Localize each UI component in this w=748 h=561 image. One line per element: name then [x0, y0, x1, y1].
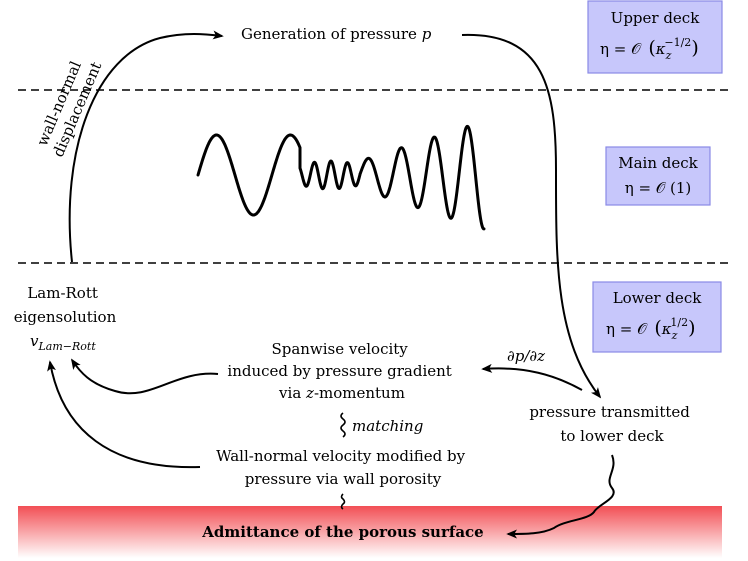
- matching-label: matching: [352, 417, 423, 435]
- arrow-spanwise-to-lam-rott: [71, 358, 219, 395]
- upper-deck-box: Upper deck η = 𝒪 (κz−1/2): [587, 0, 723, 74]
- porous-surface: [18, 506, 722, 558]
- lower-deck-equation: η = 𝒪 (κz1/2): [606, 316, 696, 342]
- arrow-pressure-to-lower-deck: [461, 33, 602, 399]
- upper-deck-title: Upper deck: [611, 9, 701, 27]
- admittance-label: Admittance of the porous surface: [201, 523, 483, 541]
- arrow-pressure-gradient: [481, 363, 583, 391]
- surface-squiggle: [340, 493, 346, 510]
- lower-deck-title: Lower deck: [613, 289, 703, 307]
- lower-deck-box: Lower deck η = 𝒪 (κz1/2): [592, 281, 722, 353]
- pressure-gradient-label: ∂p/∂z: [507, 347, 545, 365]
- arrow-wall-normal-displacement: [68, 30, 224, 263]
- upper-deck-equation: η = 𝒪 (κz−1/2): [600, 36, 699, 62]
- matching-squiggle: [340, 412, 346, 438]
- generation-label: Generation of pressure p: [241, 25, 432, 43]
- lam-rott-variable: vLam−Rott: [30, 332, 96, 353]
- lam-rott-label: Lam-Rott eigensolution: [14, 284, 117, 326]
- wall-normal-modified-label: Wall-normal velocity modified by pressur…: [216, 447, 470, 488]
- arrow-wall-normal-to-lam-rott: [47, 360, 201, 469]
- main-deck-title: Main deck: [618, 154, 698, 172]
- pressure-transmitted-label: pressure transmitted to lower deck: [529, 403, 694, 445]
- arrow-porosity-to-admittance: [506, 454, 615, 539]
- wall-normal-displacement-label: wall-normal displacement: [32, 52, 106, 160]
- main-deck-equation: η = 𝒪 (1): [625, 179, 692, 197]
- main-deck-box: Main deck η = 𝒪 (1): [605, 146, 711, 206]
- spanwise-velocity-label: Spanwise velocity induced by pressure gr…: [227, 340, 456, 402]
- disturbance-wave: [196, 124, 486, 231]
